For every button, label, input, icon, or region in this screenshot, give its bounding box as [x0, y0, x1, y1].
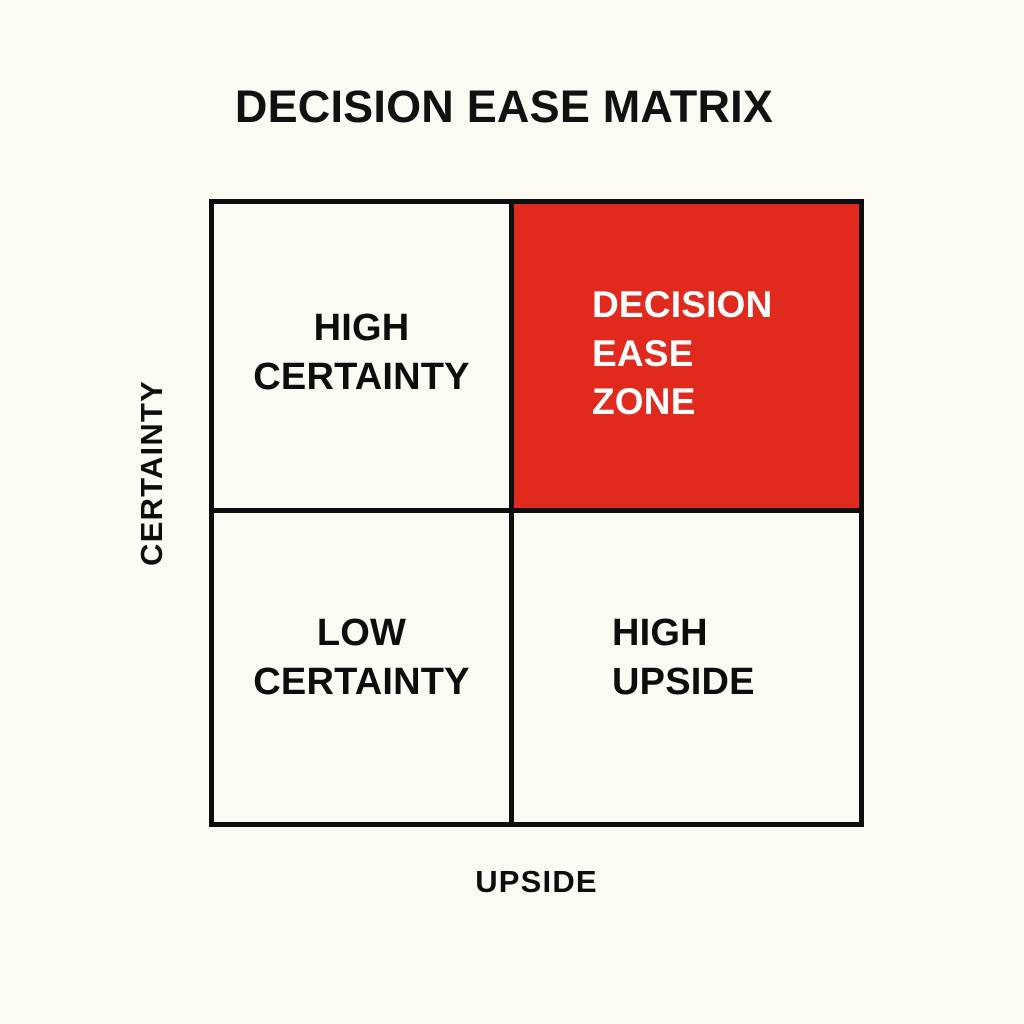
quadrant-label-low-certainty: LOW CERTAINTY [253, 611, 470, 703]
quadrant-low-certainty[interactable]: LOW CERTAINTY [214, 513, 514, 822]
quadrant-label-high-certainty: HIGH CERTAINTY [253, 307, 470, 398]
quadrant-high-upside[interactable]: HIGH UPSIDE [514, 513, 859, 822]
quadrant-label-high-upside: HIGH UPSIDE [612, 611, 755, 703]
x-axis-label: UPSIDE [475, 864, 598, 899]
matrix-grid: HIGH CERTAINTY DECISION EASE ZONE LOW CE… [209, 199, 864, 827]
quadrant-label-decision-ease-zone: DECISION EASE ZONE [592, 283, 773, 423]
quadrant-high-certainty[interactable]: HIGH CERTAINTY [214, 204, 514, 513]
y-axis-label: CERTAINTY [134, 380, 169, 566]
quadrant-decision-ease-zone[interactable]: DECISION EASE ZONE [514, 204, 859, 513]
page-title: DECISION EASE MATRIX [234, 81, 774, 132]
